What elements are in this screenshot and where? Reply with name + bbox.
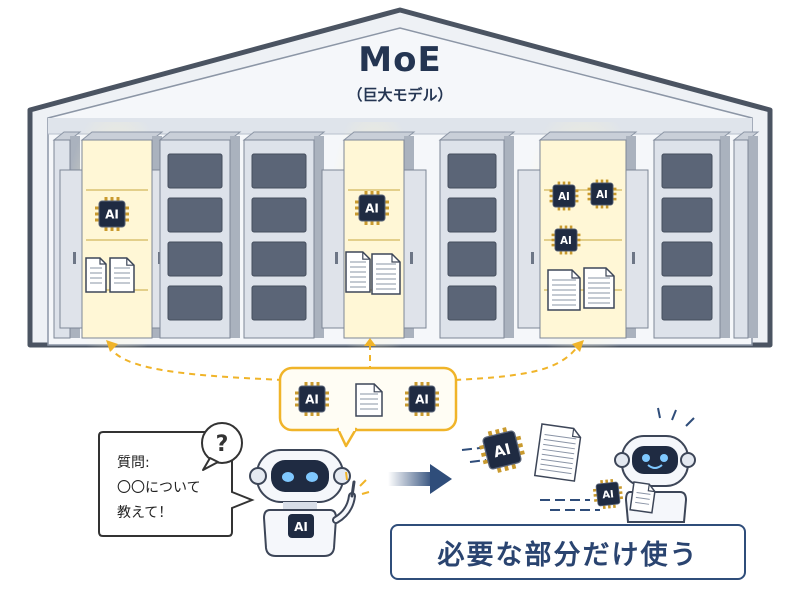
- expert-doc-2a: [345, 251, 371, 293]
- question-line-2: 〇〇について: [117, 480, 201, 496]
- expert-rack: [438, 131, 516, 339]
- question-line-1: 質問:: [117, 455, 150, 471]
- expert-rack-active: [59, 122, 175, 348]
- selected-chip-2: AI: [405, 382, 439, 416]
- chip-label: AI: [365, 202, 379, 216]
- expert-chip-3a: AI: [549, 181, 579, 211]
- chip-label: AI: [305, 393, 319, 407]
- selected-chip-1: AI: [295, 382, 329, 416]
- icon-layer: AI AI AI AI AI AI AI AI AI: [85, 179, 656, 514]
- flying-chip: AI: [479, 427, 525, 473]
- expert-rack-active: [517, 122, 649, 348]
- expert-rack: [242, 131, 326, 339]
- process-arrow: [388, 464, 452, 494]
- route-arrow-right: [454, 345, 579, 381]
- expert-chip-1: AI: [95, 197, 129, 231]
- expert-doc-1b: [109, 257, 135, 293]
- route-arrow-left: [111, 349, 284, 381]
- held-chip: AI: [592, 478, 624, 510]
- question-line-3: 教えて！: [117, 505, 173, 521]
- chip-label: AI: [558, 192, 570, 203]
- expert-rack: [158, 131, 242, 339]
- expert-doc-2b: [371, 253, 401, 295]
- question-mark: ?: [216, 432, 229, 457]
- expert-doc-3b: [583, 267, 615, 309]
- expert-rack: [732, 131, 760, 339]
- moe-subtitle: （巨大モデル）: [347, 86, 453, 104]
- flying-doc: [533, 423, 582, 482]
- chip-label: AI: [492, 440, 513, 462]
- expert-rack-active: [321, 122, 427, 348]
- expert-doc-1a: [85, 257, 107, 293]
- expert-chip-3b: AI: [587, 179, 617, 209]
- robot-badge-label: AI: [294, 520, 308, 534]
- expert-chip-2: AI: [355, 191, 389, 225]
- held-doc: [629, 481, 656, 514]
- speed-lines: [461, 447, 600, 511]
- expert-rack: [652, 131, 732, 339]
- server-racks: [52, 122, 760, 348]
- robot-badge: [288, 514, 314, 538]
- cta-banner: 必要な部分だけ使う: [390, 524, 746, 580]
- chip-label: AI: [602, 489, 615, 501]
- helper-robot: [614, 407, 696, 523]
- user-robot: AI: [249, 449, 370, 557]
- question-mark-bubble: [201, 422, 243, 464]
- selected-doc: [355, 383, 383, 417]
- expert-doc-3a: [547, 269, 581, 311]
- expert-chip-3c: AI: [551, 225, 581, 255]
- moe-title: MoE: [358, 40, 442, 80]
- question-bubble: ?: [98, 422, 255, 537]
- chip-label: AI: [596, 190, 608, 201]
- chip-label: AI: [415, 393, 429, 407]
- chip-label: AI: [560, 236, 572, 247]
- chip-label: AI: [105, 208, 119, 222]
